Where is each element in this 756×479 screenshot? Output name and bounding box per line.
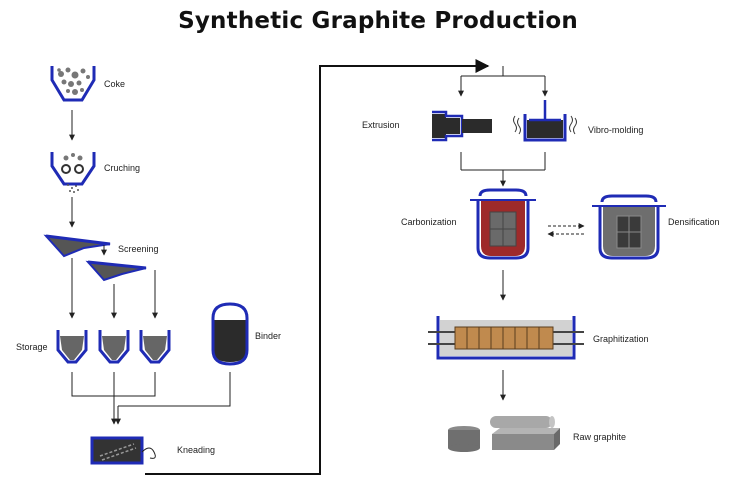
label-densification: Densification [668,217,720,227]
label-crushing: Cruching [104,163,141,173]
collection-lines [71,372,231,407]
binder-tank-icon [211,302,249,366]
densification-vessel-icon [592,194,666,260]
connector-kneading-to-forming [145,59,490,475]
label-storage: Storage [16,342,48,352]
label-carbonization: Carbonization [401,217,457,227]
label-screening: Screening [118,244,159,254]
kneader-icon [90,436,156,465]
coke-hopper-icon [50,66,96,102]
screen-tray-lower-icon [85,260,147,282]
merge-lines [460,152,546,171]
storage-bin-2-icon [98,330,130,364]
vibro-mold-icon [513,100,577,142]
label-coke: Coke [104,79,126,89]
label-binder: Binder [255,331,282,341]
diagram-title: Synthetic Graphite Production [178,8,578,34]
label-graphitization: Graphitization [593,334,649,344]
crusher-icon [50,152,96,193]
storage-bin-1-icon [56,330,88,364]
screen-tray-upper-icon [43,234,111,258]
label-vibro-molding: Vibro-molding [588,125,644,135]
label-extrusion: Extrusion [362,120,400,130]
label-kneading: Kneading [177,445,216,455]
raw-graphite-products-icon [448,416,560,452]
extruder-icon [432,110,492,142]
storage-bin-3-icon [139,330,171,364]
graphitization-furnace-icon [428,316,584,360]
split-lines [461,66,545,77]
carbonization-furnace-icon [470,188,536,260]
label-raw-graphite: Raw graphite [573,432,627,442]
